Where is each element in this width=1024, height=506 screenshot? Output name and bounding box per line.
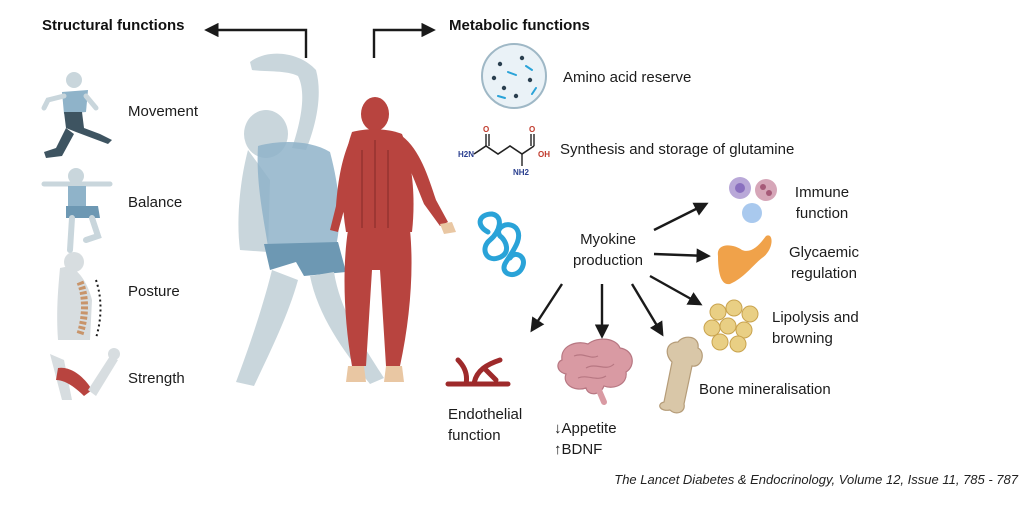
arrow-to-structural — [204, 22, 308, 58]
balance-label: Balance — [128, 194, 183, 211]
posture-label: Posture — [128, 283, 180, 300]
appetite-line: ↓Appetite — [554, 420, 617, 437]
arrow-to-lipolysis — [649, 274, 703, 306]
brain-icon — [557, 338, 633, 405]
myokine-production-label: Myokine production — [560, 229, 656, 271]
balance-pose-icon — [41, 168, 113, 253]
spine-icon — [57, 252, 102, 340]
immune-function-label: Immune function — [786, 182, 858, 224]
immune-line2: function — [795, 205, 849, 222]
runner-icon — [41, 72, 112, 158]
muscle-anatomy-figure — [330, 97, 456, 382]
endothelial-function-label: Endothelial function — [448, 404, 522, 446]
glycaemic-regulation-label: Glycaemic regulation — [781, 242, 867, 284]
arrow-to-glycaemic — [653, 248, 711, 263]
molecule-atom-o-left: O — [483, 125, 489, 134]
molecule-atom-o-right: O — [529, 125, 535, 134]
bone-icon — [659, 336, 703, 414]
appetite-bdnf-label: ↓Appetite ↑BDNF — [554, 418, 617, 460]
blood-vessel-icon — [445, 357, 511, 387]
immune-cells-icon — [729, 177, 777, 223]
amino-acid-dish-icon — [481, 43, 547, 109]
arrow-to-immune — [653, 202, 709, 232]
lipolysis-line1: Lipolysis and — [772, 309, 859, 326]
molecule-atom-h2n: H2N — [458, 150, 474, 159]
glycaemic-line2: regulation — [791, 265, 857, 282]
endothelial-line1: Endothelial — [448, 406, 523, 423]
bone-mineralisation-label: Bone mineralisation — [699, 381, 831, 398]
lipolysis-browning-label: Lipolysis and browning — [772, 307, 859, 349]
myokine-protein-icon — [477, 211, 526, 278]
immune-line1: Immune — [794, 184, 850, 201]
arrow-to-endothelial — [530, 283, 564, 333]
arrow-to-bone — [630, 283, 664, 337]
arm-muscle-icon — [50, 348, 120, 400]
glutamine-label: Synthesis and storage of glutamine — [560, 141, 795, 158]
myokine-label-line2: production — [572, 252, 644, 269]
source-citation: The Lancet Diabetes & Endocrinology, Vol… — [614, 472, 1018, 487]
movement-label: Movement — [128, 103, 199, 120]
myokine-label-line1: Myokine — [580, 231, 636, 248]
pancreas-icon — [717, 235, 772, 285]
strength-label: Strength — [128, 370, 185, 387]
amino-acid-reserve-label: Amino acid reserve — [563, 69, 692, 86]
fat-cells-icon — [703, 299, 759, 353]
molecule-atom-oh: OH — [538, 150, 550, 159]
structural-functions-heading: Structural functions — [42, 17, 185, 34]
metabolic-functions-heading: Metabolic functions — [449, 17, 590, 34]
lipolysis-line2: browning — [772, 330, 833, 347]
glutamine-molecule-icon: H2N O O OH NH2 — [458, 125, 550, 177]
arrow-to-metabolic — [372, 22, 436, 58]
endothelial-line2: function — [448, 427, 501, 444]
glycaemic-line1: Glycaemic — [788, 244, 859, 261]
molecule-atom-nh2: NH2 — [513, 168, 530, 177]
bdnf-line: ↑BDNF — [554, 441, 603, 458]
